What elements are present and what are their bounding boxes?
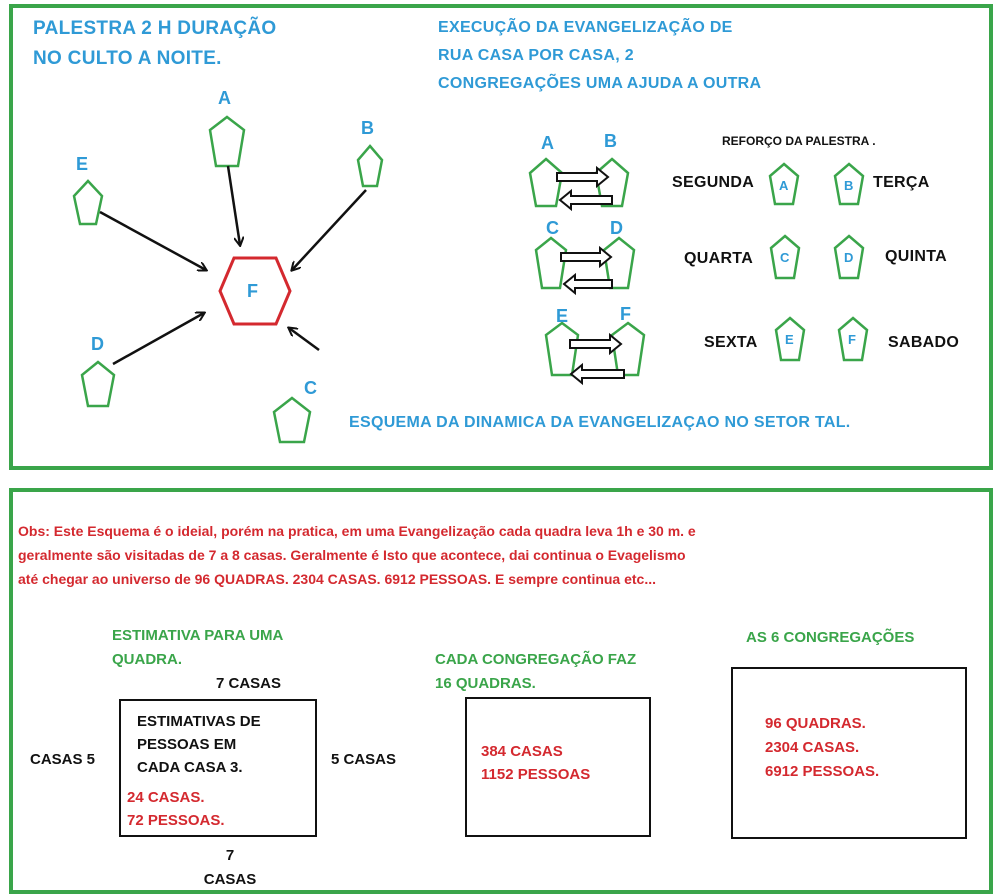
pentagon-c [272, 396, 312, 444]
seis-box-totals: 96 QUADRAS. 2304 CASAS. 6912 PESSOAS. [765, 712, 879, 784]
exchange-arrow-left-ef [569, 362, 625, 386]
arrow-a-to-f [226, 165, 240, 245]
pentagon-pair-a [528, 157, 564, 208]
exchange-arrow-left-ab [558, 188, 613, 212]
pentagon-d [80, 360, 116, 408]
execucao-line-3: CONGREGAÇÕES UMA AJUDA A OUTRA [438, 75, 762, 92]
pentagon-e [72, 179, 104, 226]
day-label-a: A [779, 178, 789, 193]
arrow-b-to-f [292, 189, 367, 270]
exchange-arrow-left-cd [562, 272, 613, 296]
seis-congregacoes-box [731, 667, 967, 839]
day-quinta: QUINTA [885, 248, 947, 265]
label-c: C [304, 378, 317, 398]
quadra-box-totals: 24 CASAS. 72 PESSOAS. [127, 786, 225, 832]
label-b: B [361, 118, 374, 138]
obs-line-2: geralmente são visitadas de 7 a 8 casas.… [18, 547, 686, 563]
as6-title: AS 6 CONGREGAÇÕES [746, 629, 915, 646]
day-segunda: SEGUNDA [672, 174, 755, 191]
exchange-arrow-right-cd [560, 245, 613, 269]
estimativa-line-1: ESTIMATIVA PARA UMA [112, 627, 284, 644]
day-pentagon-b [833, 162, 865, 206]
label-f: F [247, 281, 258, 301]
day-pentagon-a [768, 162, 800, 206]
pentagon-pair-e [544, 321, 580, 377]
arrow-c-to-f [289, 328, 320, 352]
exchange-arrow-right-ab [556, 165, 610, 189]
arrow-d-to-f [112, 313, 204, 366]
exchange-arrow-right-ef [569, 332, 623, 356]
reforco-title: REFORÇO DA PALESTRA . [722, 134, 876, 148]
pair-label-c: C [546, 218, 559, 238]
day-sexta: SEXTA [704, 334, 758, 351]
congregacao-box-totals: 384 CASAS 1152 PESSOAS [481, 740, 590, 786]
day-label-b: B [844, 178, 854, 193]
cada-congregacao-title: CADA CONGREGAÇÃO FAZ 16 QUADRAS. [435, 648, 636, 696]
congregacao-casas: 384 CASAS [481, 743, 563, 760]
day-quarta: QUARTA [684, 250, 754, 267]
day-terca: TERÇA [873, 174, 930, 191]
congregacao-pessoas: 1152 PESSOAS [481, 766, 591, 783]
day-pentagon-c [769, 234, 801, 280]
bottom-panel [9, 488, 993, 894]
quadra-box [119, 699, 317, 837]
day-label-e: E [785, 332, 794, 347]
pentagon-pair-f [610, 321, 646, 377]
estimativas-line-2: PESSOAS EM [137, 736, 237, 753]
esquema-caption: ESQUEMA DA DINAMICA DA EVANGELIZAÇAO NO … [349, 414, 851, 431]
palestra-line-1: PALESTRA 2 H DURAÇÃO [33, 18, 277, 39]
top-panel [9, 4, 993, 470]
execucao-line-2: RUA CASA POR CASA, 2 [438, 47, 634, 64]
day-pentagon-f [837, 316, 869, 362]
pentagon-b [356, 144, 384, 188]
estimativas-line-1: ESTIMATIVAS DE [137, 713, 261, 730]
bottom-casas-label: 7 CASAS [198, 844, 262, 892]
seis-pessoas: 6912 PESSOAS. [765, 763, 880, 780]
right-casas-label: 5 CASAS [331, 751, 397, 768]
day-label-c: C [780, 250, 790, 265]
pair-label-e: E [556, 306, 569, 326]
pentagon-a [208, 115, 246, 168]
estimativas-line-3: CADA CASA 3. [137, 759, 243, 776]
cada-line-1: CADA CONGREGAÇÃO FAZ [435, 651, 637, 668]
quadra-pessoas: 72 PESSOAS. [127, 812, 225, 829]
congregacao-box [465, 697, 651, 837]
obs-text: Obs: Este Esquema é o ideial, porém na p… [18, 519, 696, 591]
estimativas-box-text: ESTIMATIVAS DE PESSOAS EM CADA CASA 3. [137, 710, 261, 779]
obs-line-1: Obs: Este Esquema é o ideial, porém na p… [18, 523, 696, 539]
day-sabado: SABADO [888, 334, 960, 351]
seis-casas: 2304 CASAS. [765, 739, 860, 756]
arrow-e-to-f [99, 210, 206, 270]
left-casas-label: CASAS 5 [30, 751, 96, 768]
pentagon-pair-d [602, 236, 636, 290]
label-a: A [218, 88, 231, 108]
day-label-d: D [844, 250, 854, 265]
day-label-f: F [848, 332, 856, 347]
pair-label-b: B [604, 131, 617, 151]
pair-label-a: A [541, 133, 554, 153]
palestra-title: PALESTRA 2 H DURAÇÃO NO CULTO A NOITE. [33, 18, 277, 70]
pair-label-d: D [610, 218, 623, 238]
pair-label-f: F [620, 304, 631, 324]
execucao-text: EXECUÇÃO DA EVANGELIZAÇÃO DE RUA CASA PO… [438, 14, 761, 98]
obs-line-3: até chegar ao universo de 96 QUADRAS. 23… [18, 571, 657, 587]
execucao-line-1: EXECUÇÃO DA EVANGELIZAÇÃO DE [438, 19, 733, 36]
estimativa-title: ESTIMATIVA PARA UMA QUADRA. [112, 624, 283, 672]
seis-quadras: 96 QUADRAS. [765, 715, 866, 732]
top-casas-label: 7 CASAS [216, 675, 282, 692]
day-pentagon-d [833, 234, 865, 280]
label-e: E [76, 154, 89, 174]
pentagon-pair-c [534, 236, 568, 290]
hexagon-f [218, 256, 292, 326]
estimativa-line-2: QUADRA. [112, 651, 182, 668]
quadra-casas: 24 CASAS. [127, 789, 205, 806]
bottom-casas-line-1: 7 [225, 847, 235, 864]
palestra-line-2: NO CULTO A NOITE. [33, 48, 222, 69]
bottom-casas-line-2: CASAS [203, 871, 257, 888]
label-d: D [91, 334, 104, 354]
cada-line-2: 16 QUADRAS. [435, 675, 536, 692]
day-pentagon-e [774, 316, 806, 362]
